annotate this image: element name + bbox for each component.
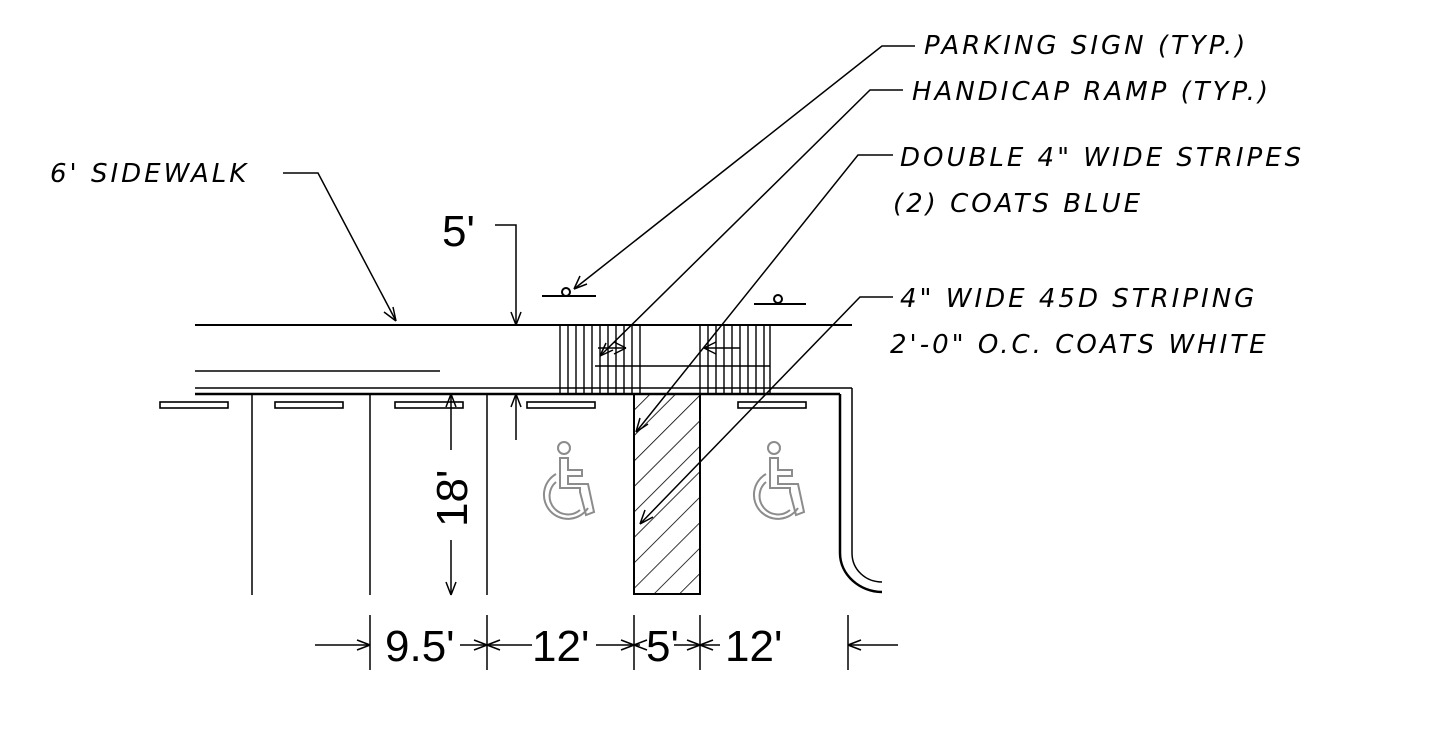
wheel-stops bbox=[159, 401, 807, 409]
dim-access-aisle: 5' bbox=[646, 622, 679, 671]
parking-sign-icon bbox=[542, 287, 596, 297]
stall-lines bbox=[251, 394, 488, 595]
leader-lines bbox=[283, 45, 915, 525]
label-sidewalk: 6' SIDEWALK bbox=[50, 159, 249, 189]
label-parking-sign: PARKING SIGN (TYP.) bbox=[924, 31, 1248, 61]
label-stripes-line2: (2) COATS BLUE bbox=[893, 189, 1143, 219]
label-stripes-line1: DOUBLE 4" WIDE STRIPES bbox=[900, 143, 1304, 173]
dim-hc-stall-1: 12' bbox=[532, 622, 589, 671]
label-striping-line2: 2'-0" O.C. COATS WHITE bbox=[890, 330, 1269, 360]
parking-sign-icon bbox=[754, 294, 806, 305]
handicap-symbol-icon bbox=[752, 441, 805, 520]
dim-hc-stall-2: 12' bbox=[725, 622, 782, 671]
access-aisle-hatch bbox=[633, 393, 701, 595]
label-handicap-ramp: HANDICAP RAMP (TYP.) bbox=[912, 77, 1271, 107]
handicap-ramp-right bbox=[595, 324, 771, 395]
dim-sidewalk-offset: 5' bbox=[442, 207, 475, 256]
label-striping-line1: 4" WIDE 45D STRIPING bbox=[900, 284, 1257, 314]
dimension-lines bbox=[315, 224, 898, 670]
handicap-ramp-left bbox=[559, 324, 641, 395]
handicap-symbol-icon bbox=[542, 441, 595, 520]
dim-stall-width: 9.5' bbox=[385, 622, 455, 671]
dim-stall-depth: 18' bbox=[428, 470, 477, 527]
